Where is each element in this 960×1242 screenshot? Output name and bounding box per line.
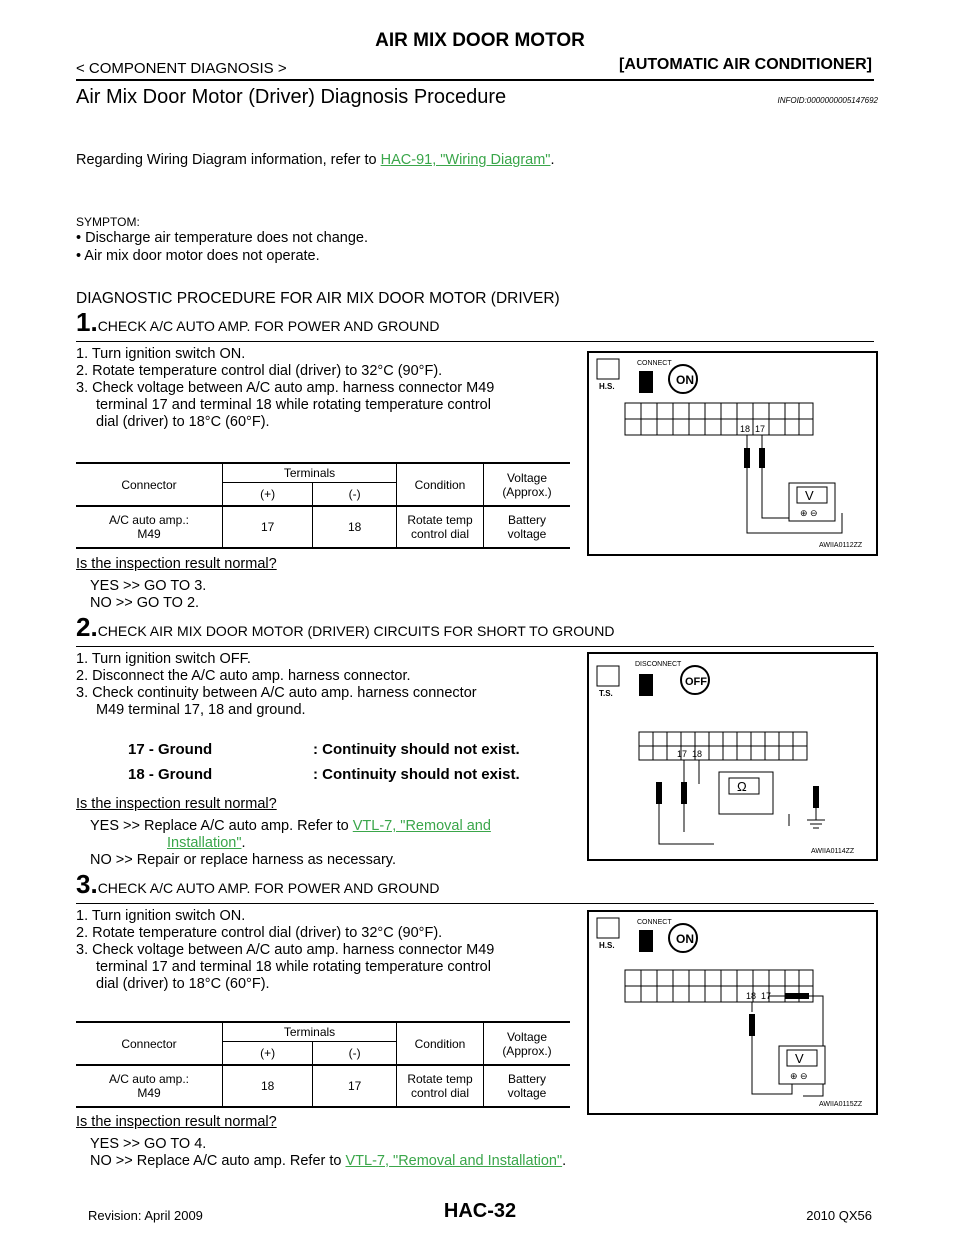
yes-option: YES >> GO TO 4.	[90, 1136, 207, 1152]
hs-label: H.S.	[599, 941, 615, 950]
continuity-result: : Continuity should not exist.	[313, 766, 520, 783]
removal-installation-link[interactable]: VTL-7, "Removal and Installation"	[345, 1153, 563, 1169]
svg-text:⊕ ⊖: ⊕ ⊖	[790, 1071, 808, 1081]
wiring-figure: H.S. CONNECT ON 18 17 V ⊕ ⊖ AWIIA0115ZZ	[596, 917, 863, 1108]
terminal-17-label: 17	[761, 991, 771, 1001]
yes-option: YES >> GO TO 3.	[90, 578, 207, 594]
voltmeter-label: V	[805, 488, 814, 503]
figure-id: AWIIA0114ZZ	[811, 848, 855, 855]
revision-date: Revision: April 2009	[88, 1208, 203, 1223]
step-2-heading: 2.CHECK AIR MIX DOOR MOTOR (DRIVER) CIRC…	[76, 612, 615, 642]
connect-label: CONNECT	[637, 919, 672, 926]
yes-option: YES >> Replace A/C auto amp. Refer to VT…	[90, 818, 491, 834]
step-3-heading: 3.CHECK A/C AUTO AMP. FOR POWER AND GROU…	[76, 869, 440, 899]
voltmeter-label: V	[795, 1051, 804, 1066]
symptom-item: • Discharge air temperature does not cha…	[76, 230, 369, 246]
ts-label: T.S.	[599, 689, 613, 698]
wiring-figure: H.S. CONNECT ON 18 17 V ⊕ ⊖ AWIIA0112ZZ	[596, 358, 863, 549]
removal-installation-link[interactable]: VTL-7, "Removal and	[352, 818, 491, 834]
step-1-voltage-table: Connector Terminals Condition Voltage(Ap…	[76, 462, 570, 549]
terminal-17-label: 17	[755, 424, 765, 434]
breadcrumb: < COMPONENT DIAGNOSIS >	[76, 60, 287, 77]
ignition-on-label: ON	[676, 932, 694, 946]
header-category: [AUTOMATIC AIR CONDITIONER]	[618, 56, 872, 73]
continuity-spec: 17 - Ground	[128, 741, 213, 758]
step-divider	[76, 341, 874, 342]
terminal-18-label: 18	[740, 424, 750, 434]
no-option: NO >> Replace A/C auto amp. Refer to VTL…	[90, 1153, 567, 1169]
continuity-spec: 18 - Ground	[128, 766, 213, 783]
yes-option-cont: Installation".	[167, 835, 246, 851]
terminal-18-label: 18	[746, 991, 756, 1001]
step-divider	[76, 903, 874, 904]
step-1-instructions: 1. Turn ignition switch ON. 2. Rotate te…	[76, 346, 495, 430]
step-divider	[76, 646, 874, 647]
figure-id: AWIIA0112ZZ	[819, 542, 863, 549]
ignition-on-label: ON	[676, 373, 694, 387]
symptom-label: SYMPTOM:	[76, 215, 140, 229]
terminal-17-label: 17	[677, 749, 687, 759]
figure-voltage-check-2: H.S. CONNECT ON 18 17 V ⊕ ⊖ AWIIA0115ZZ	[587, 910, 878, 1115]
vehicle-model: 2010 QX56	[806, 1208, 872, 1223]
inspection-question: Is the inspection result normal?	[76, 1114, 277, 1130]
page-number: HAC-32	[443, 1200, 517, 1222]
figure-voltage-check-1: H.S. CONNECT ON 18 17 V ⊕ ⊖ AWIIA0112ZZ	[587, 351, 878, 556]
hs-label: H.S.	[599, 382, 615, 391]
step-3-voltage-table: Connector Terminals Condition Voltage(Ap…	[76, 1021, 570, 1108]
connector-grid	[624, 402, 814, 436]
wiring-diagram-link[interactable]: HAC-91, "Wiring Diagram"	[380, 152, 551, 168]
svg-text:⊕ ⊖: ⊕ ⊖	[800, 508, 818, 518]
connect-label: CONNECT	[637, 360, 672, 367]
ohmmeter-label: Ω	[737, 779, 747, 794]
step-1-heading: 1.CHECK A/C AUTO AMP. FOR POWER AND GROU…	[76, 307, 440, 337]
page-header-title: AIR MIX DOOR MOTOR	[375, 30, 585, 51]
figure-id: AWIIA0115ZZ	[819, 1101, 863, 1108]
ignition-off-label: OFF	[685, 676, 707, 688]
removal-installation-link[interactable]: Installation"	[167, 835, 242, 851]
inspection-question: Is the inspection result normal?	[76, 556, 277, 572]
intro-text: Regarding Wiring Diagram information, re…	[76, 152, 555, 168]
no-option: NO >> Repair or replace harness as neces…	[90, 852, 396, 868]
section-title: Air Mix Door Motor (Driver) Diagnosis Pr…	[76, 86, 507, 108]
connector-grid	[638, 731, 808, 761]
header-rule	[76, 79, 874, 81]
continuity-result: : Continuity should not exist.	[313, 741, 520, 758]
figure-continuity-check: T.S. DISCONNECT OFF 17 18 Ω AWIIA0114ZZ	[587, 652, 878, 861]
inspection-question: Is the inspection result normal?	[76, 796, 277, 812]
wiring-figure: T.S. DISCONNECT OFF 17 18 Ω AWIIA0114ZZ	[596, 661, 855, 855]
connector-grid	[624, 969, 814, 1003]
no-option: NO >> GO TO 2.	[90, 595, 200, 611]
symptom-item: • Air mix door motor does not operate.	[76, 248, 320, 264]
info-id: INFOID:0000000005147692	[777, 96, 878, 105]
step-3-instructions: 1. Turn ignition switch ON. 2. Rotate te…	[76, 908, 495, 992]
procedure-title: DIAGNOSTIC PROCEDURE FOR AIR MIX DOOR MO…	[76, 290, 560, 307]
terminal-18-label: 18	[692, 749, 702, 759]
disconnect-label: DISCONNECT	[635, 661, 682, 668]
step-2-instructions: 1. Turn ignition switch OFF. 2. Disconne…	[76, 651, 477, 718]
